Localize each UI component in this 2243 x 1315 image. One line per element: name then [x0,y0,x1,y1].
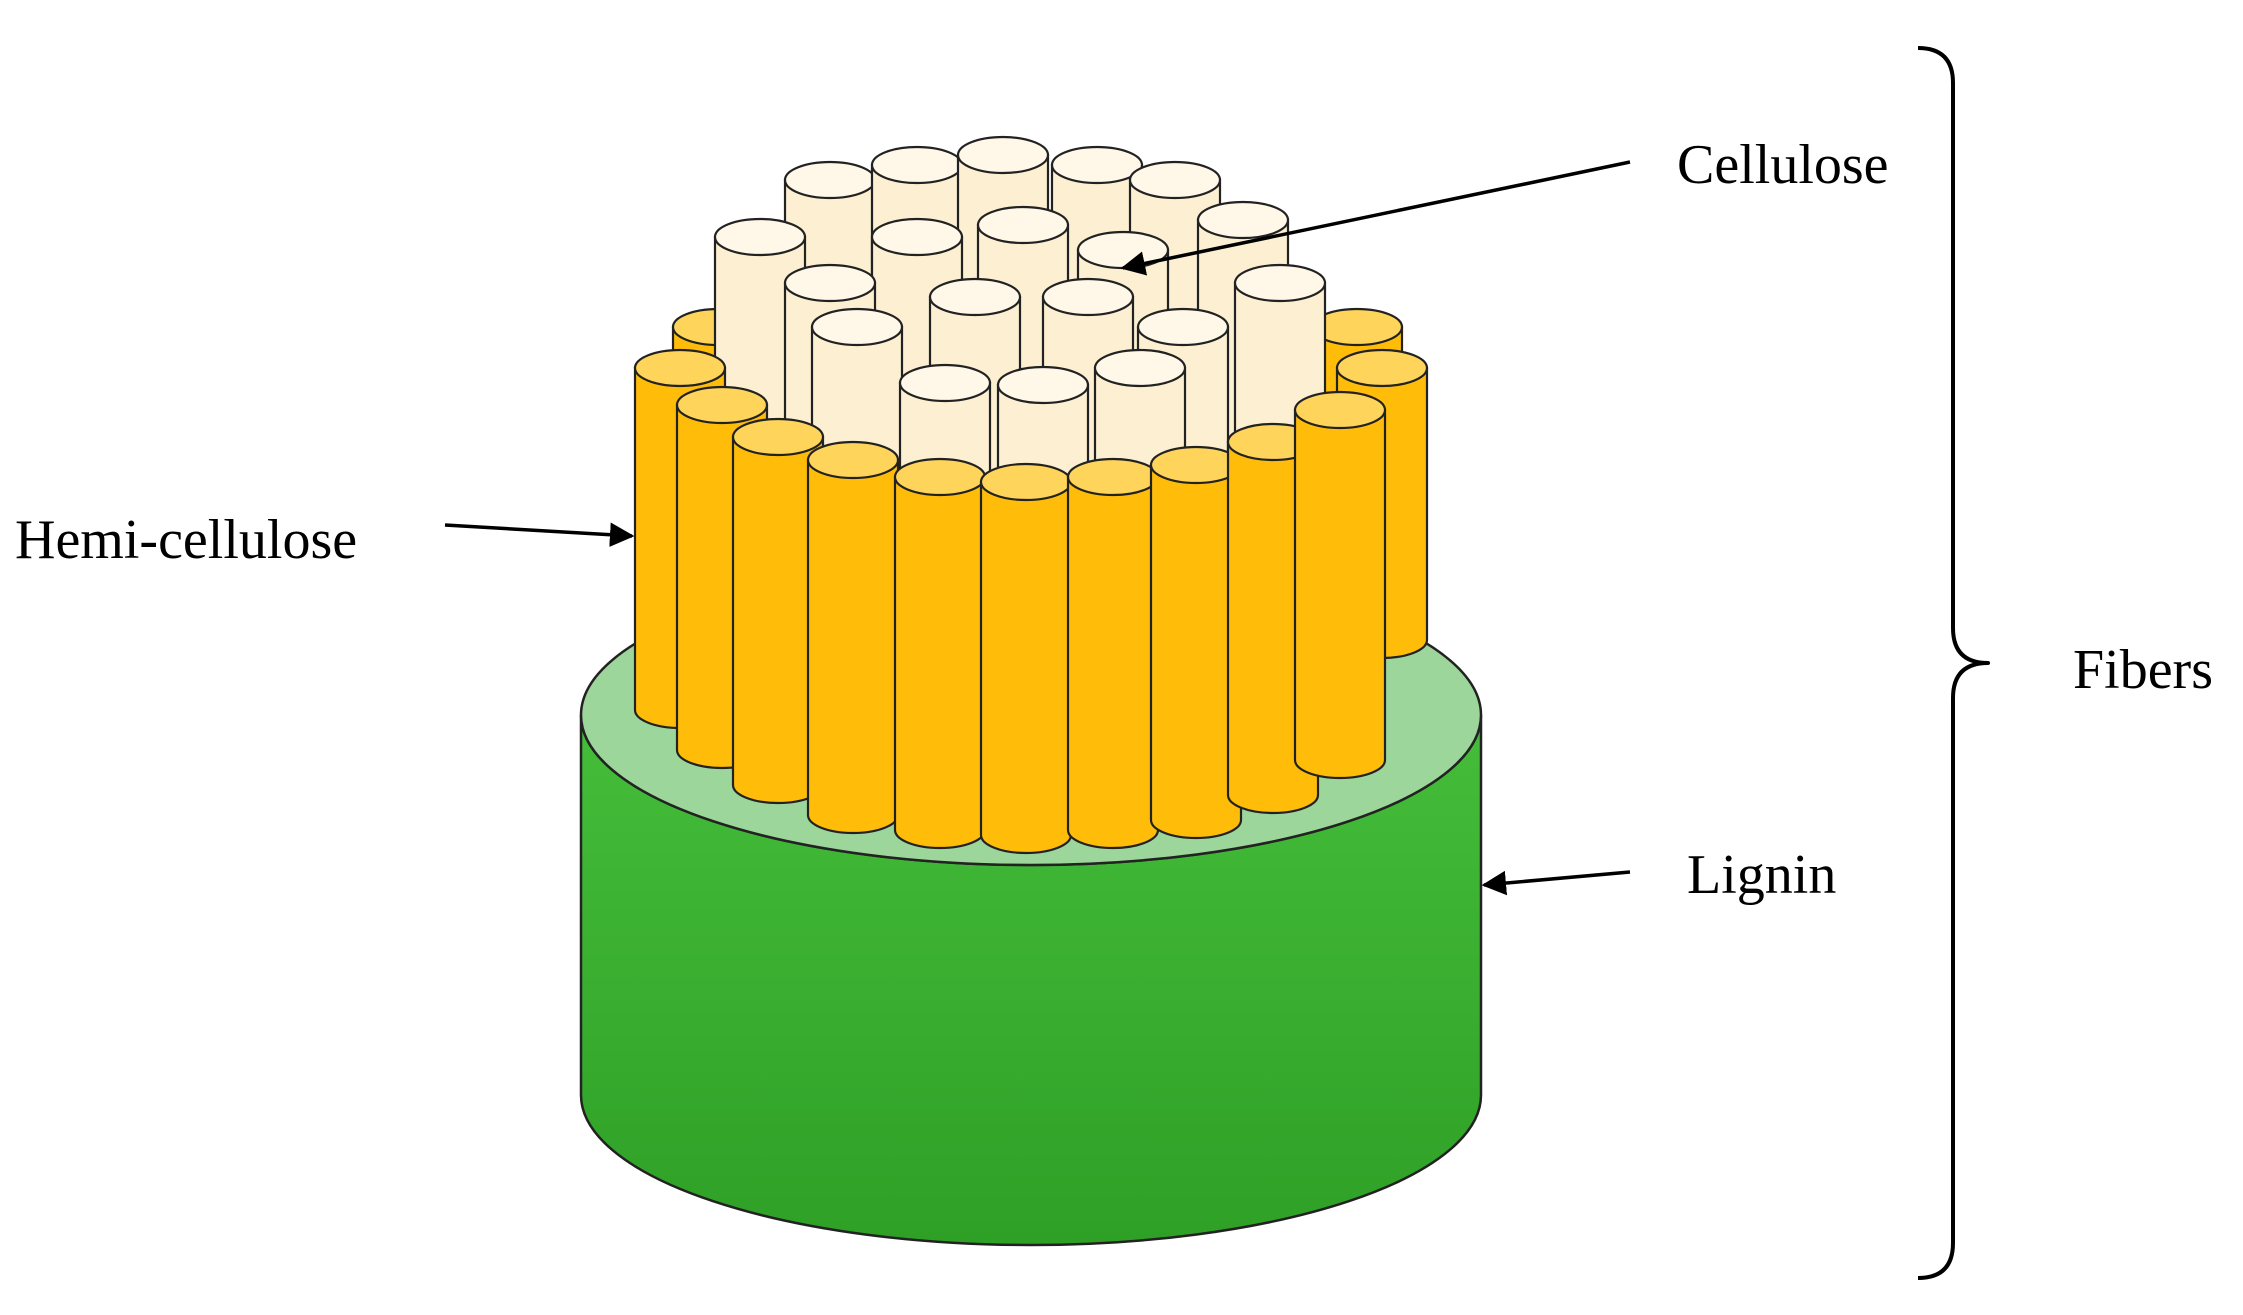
hemicellulose-rod [731,417,825,805]
hemicellulose-rod [1066,457,1160,850]
hemicellulose-rod [1149,445,1243,840]
hemicellulose-rod [893,457,987,850]
hemicellulose-label: Hemi-cellulose [15,509,357,571]
lignin-arrow [1481,870,1631,896]
cellulose-label: Cellulose [1677,134,1889,196]
fiber-bundle [633,135,1429,855]
hemicellulose-rod [806,440,900,835]
fibers-label: Fibers [2073,639,2213,701]
hemicellulose-arrow [444,522,635,547]
cellulose-arrow [1120,160,1631,276]
fibers-brace [1917,46,1990,1280]
hemicellulose-rod [1293,390,1387,780]
lignin-label: Lignin [1687,844,1836,906]
hemicellulose-rod [979,462,1073,855]
